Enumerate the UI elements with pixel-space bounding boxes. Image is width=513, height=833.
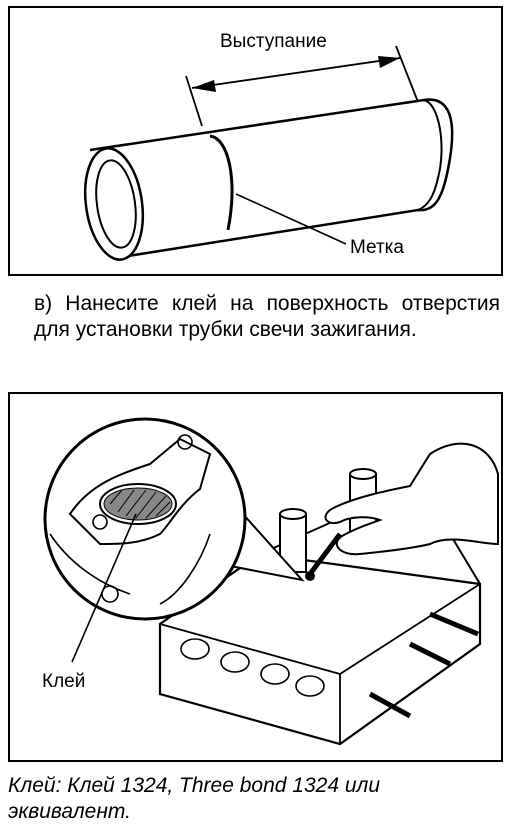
tube-figure: Выступание Метка — [8, 6, 503, 276]
step-instruction: в) Нанесите клей на поверхность отверсти… — [34, 292, 500, 341]
protrusion-label: Выступание — [220, 31, 327, 52]
glue-caption: Клей: Клей 1324, Three bond 1324 или экв… — [8, 774, 381, 823]
tube-illustration — [83, 45, 454, 261]
cylinder-head-figure: Клей — [8, 392, 503, 762]
cylinder-head-illustration — [43, 417, 499, 746]
glue-label: Клей — [42, 671, 86, 692]
mark-label: Метка — [350, 237, 404, 258]
